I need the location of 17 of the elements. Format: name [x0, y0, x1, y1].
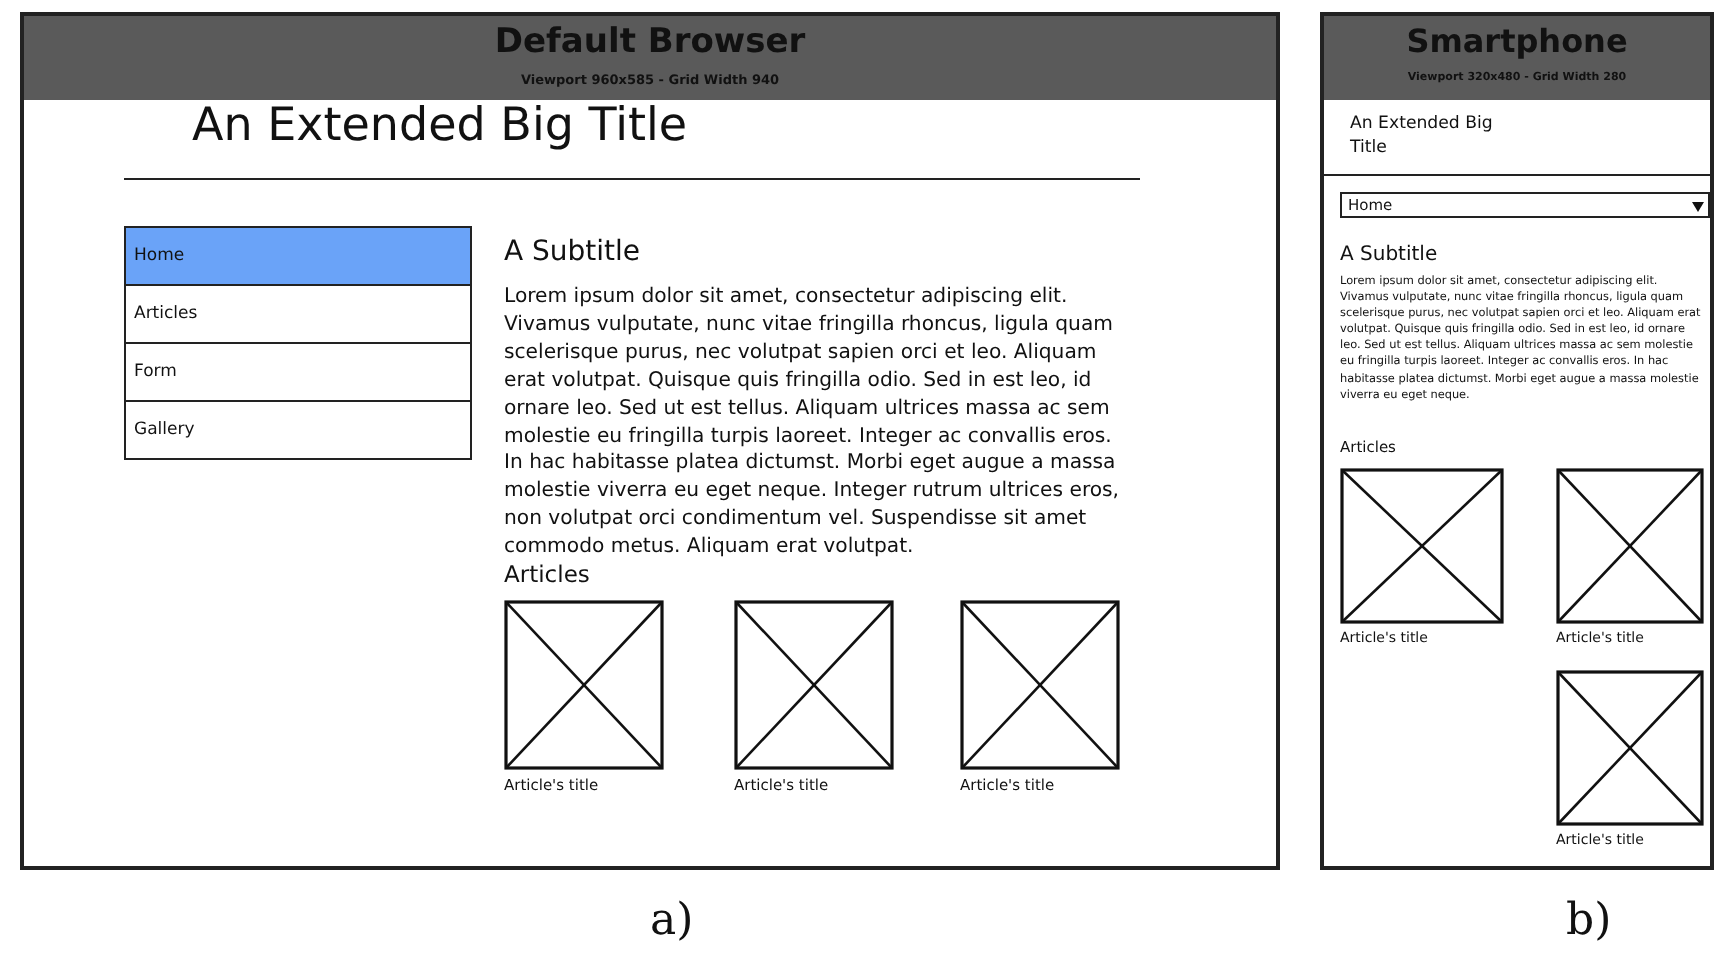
body-paragraph: Lorem ipsum dolor sit amet, consectetur adipiscing elit. Vivamus vulputate, nunc vitae fringilla rhoncus, ligula quam scelerisque purus, nec volutpat sapien orci et leo. Aliquam erat volutpat. Quisque quis fringilla odio. Sed in est leo, id ornare leo. Sed ut est tellus. Aliquam ultrices massa ac sem molestie eu fringilla turpis laoreet. Integer ac convallis eros. In hac habitasse platea dictumst. Morbi eget augue a massa molestie viverra eu eget neque. Integer rutrum ultrices eros, non volutpat orci condimentum vel. Suspendisse sit amet commodo metus. Aliquam erat volutpat.	[504, 284, 1122, 563]
dropdown-field	[1340, 192, 1710, 218]
section-heading: Articles	[504, 560, 592, 588]
nav-item: Form	[124, 342, 472, 402]
frame-heading: Default Browser	[492, 22, 808, 62]
smartphone-frame	[1320, 12, 1714, 870]
page-title: An Extended Big Title	[192, 100, 690, 152]
panel-caption: a)	[650, 896, 694, 946]
nav-item: Articles	[124, 284, 472, 344]
nav-item-selected: Home	[124, 226, 472, 286]
frame-heading: Smartphone	[1404, 22, 1630, 60]
section-heading: A Subtitle	[504, 236, 643, 268]
panel-caption: b)	[1566, 896, 1612, 946]
nav-item: Gallery	[124, 400, 472, 460]
browser-frame	[20, 12, 1280, 870]
section-heading: A Subtitle	[1340, 244, 1440, 266]
page-title: An Extended Big Title	[1350, 114, 1495, 160]
